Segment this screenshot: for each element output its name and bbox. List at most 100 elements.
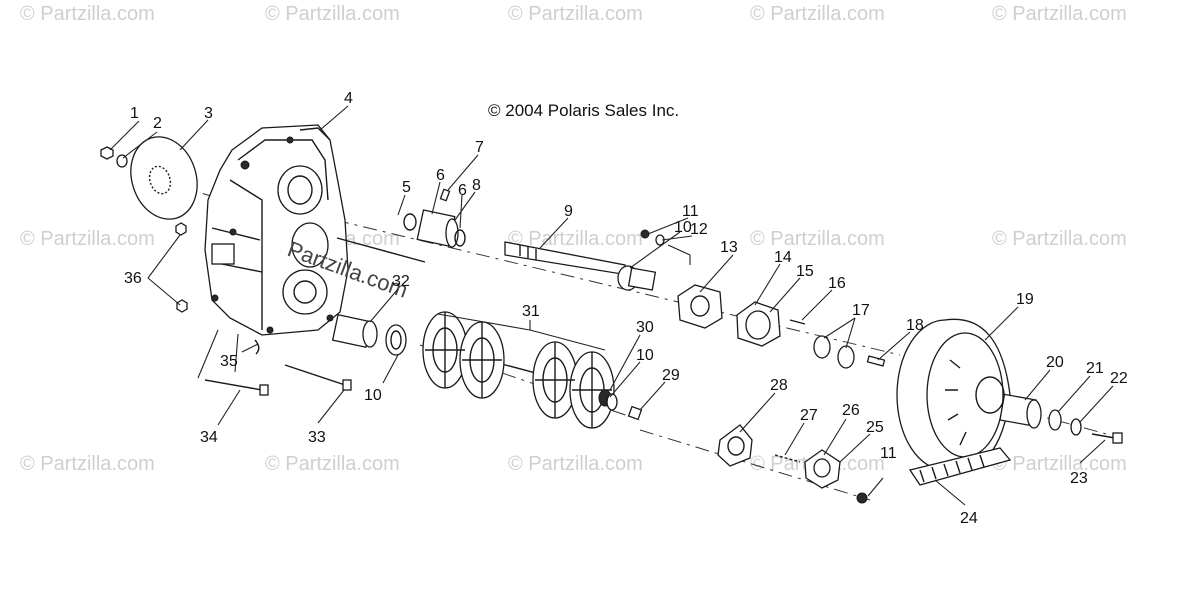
bearing-face: [362, 320, 378, 348]
bolt-head: [259, 384, 269, 396]
callout-6b: 6: [458, 182, 467, 199]
callout-11: 11: [682, 203, 699, 220]
watermark: © Partzilla.com: [992, 453, 1127, 475]
callout-6: 6: [436, 167, 445, 184]
callout-29: 29: [662, 367, 680, 384]
washer-part: [1048, 409, 1062, 431]
nut-part: [175, 222, 187, 236]
plate-hole: [690, 295, 710, 317]
watermark: © Partzilla.com: [508, 228, 643, 250]
clip-part: [254, 339, 260, 355]
callout-10b: 10: [636, 347, 654, 364]
nut-part: [856, 492, 868, 504]
callout-7: 7: [475, 139, 484, 156]
callout-17: 17: [852, 302, 870, 319]
callout-16: 16: [828, 275, 846, 292]
key-part: [866, 355, 886, 367]
bearing-cap-hub: [813, 458, 831, 478]
callout-26: 26: [842, 402, 860, 419]
callout-22: 22: [1110, 370, 1128, 387]
driven-clutch-part: [896, 318, 1011, 472]
watermark: © Partzilla.com: [20, 228, 155, 250]
callout-8: 8: [472, 177, 481, 194]
watermark: © Partzilla.com: [750, 3, 885, 25]
callout-23: 23: [1070, 470, 1088, 487]
callout-10c: 10: [364, 387, 382, 404]
plate-hole: [727, 436, 745, 456]
callout-15: 15: [796, 263, 814, 280]
callout-2: 2: [153, 115, 162, 132]
o-ring-part: [454, 229, 466, 247]
watermark: © Partzilla.com: [265, 3, 400, 25]
bolt-head: [342, 379, 352, 391]
disc-hub: [148, 165, 172, 195]
spacer-part: [837, 345, 855, 369]
washer-part: [116, 154, 128, 168]
callout-3: 3: [204, 105, 213, 122]
stud-part: [336, 237, 426, 263]
copyright-notice: © 2004 Polaris Sales Inc.: [488, 101, 679, 120]
callout-14: 14: [774, 249, 792, 266]
callout-18: 18: [906, 317, 924, 334]
watermark: © Partzilla.com: [992, 3, 1127, 25]
bolt-part: [284, 364, 346, 386]
bolt-part: [204, 379, 263, 391]
callout-24: 24: [960, 510, 978, 527]
spacer-part: [813, 335, 831, 359]
pin-part: [774, 454, 801, 463]
o-ring-part: [403, 213, 417, 231]
seal-inner: [390, 330, 402, 350]
gearcase-housing-part: [204, 124, 349, 336]
callout-28: 28: [770, 377, 788, 394]
pin-part: [439, 188, 451, 202]
callout-27: 27: [800, 407, 818, 424]
nut-part: [640, 229, 650, 239]
axis-line: [639, 429, 871, 501]
leader-lines: [109, 105, 1114, 506]
cover-plate-part: [677, 284, 723, 329]
spacer-face: [1026, 399, 1042, 429]
callout-30: 30: [636, 319, 654, 336]
input-shaft-part: [504, 241, 657, 291]
callout-11b: 11: [880, 445, 897, 462]
cover-disc-part: [130, 136, 198, 220]
callout-5: 5: [402, 179, 411, 196]
washer-part: [1070, 418, 1082, 436]
watermark: © Partzilla.com: [750, 228, 885, 250]
callout-36: 36: [124, 270, 142, 287]
seal-part: [385, 324, 407, 356]
nut-part: [176, 299, 188, 313]
axis-line: [999, 404, 1111, 436]
cover-plate-part: [717, 424, 753, 467]
callout-34: 34: [200, 429, 218, 446]
callout-20: 20: [1046, 354, 1064, 371]
callout-19: 19: [1016, 291, 1034, 308]
drive-sprocket-part: [422, 311, 615, 429]
bushing-part: [627, 405, 643, 421]
callout-33: 33: [308, 429, 326, 446]
callout-25: 25: [866, 419, 884, 436]
screw-part: [789, 319, 806, 325]
spring-part: [667, 244, 691, 265]
callout-12: 12: [690, 221, 708, 238]
callout-1: 1: [130, 105, 139, 122]
callout-10: 10: [674, 219, 692, 236]
callout-31: 31: [522, 303, 540, 320]
watermark: © Partzilla.com: [265, 453, 400, 475]
callout-21: 21: [1086, 360, 1104, 377]
watermark: © Partzilla.com: [20, 3, 155, 25]
watermark: © Partzilla.com: [992, 228, 1127, 250]
watermark: © Partzilla.com: [508, 3, 643, 25]
bearing-cap-hub: [745, 310, 771, 340]
bolt-head: [1112, 432, 1123, 444]
callout-13: 13: [720, 239, 738, 256]
callout-35: 35: [220, 353, 238, 370]
sprocket-hub-part: [606, 393, 618, 411]
callout-labels: 1 2 3 4 5 6 7 8 6 9 10 11 12 13 14 15 16…: [124, 90, 1128, 527]
bolt-part: [1091, 433, 1116, 439]
chain-links: [919, 454, 985, 483]
callout-32: 32: [392, 273, 410, 290]
callout-9: 9: [564, 203, 573, 220]
watermark: © Partzilla.com: [20, 453, 155, 475]
